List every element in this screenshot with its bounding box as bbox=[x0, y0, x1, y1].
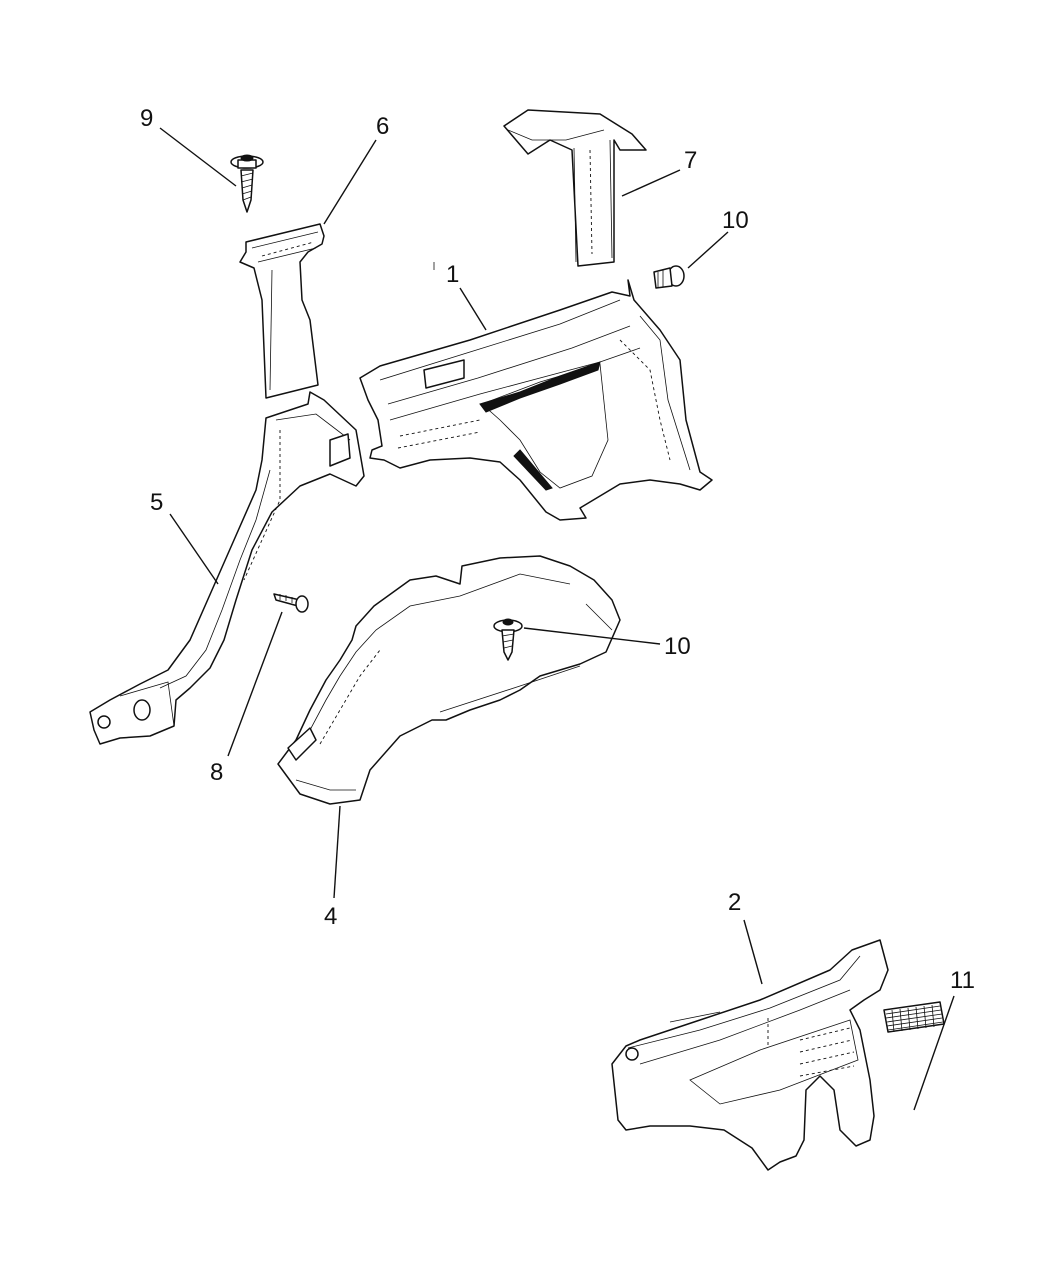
callout-6: 6 bbox=[376, 113, 389, 140]
leader-7 bbox=[621, 169, 681, 197]
callout-4: 4 bbox=[324, 903, 337, 930]
leader-4 bbox=[333, 805, 341, 899]
part-7-d-pillar-trim bbox=[503, 109, 647, 267]
leader-1 bbox=[459, 287, 487, 331]
part-11-grille-pad bbox=[883, 1001, 945, 1033]
leader-2 bbox=[743, 919, 763, 985]
leader-11 bbox=[913, 995, 955, 1111]
callout-5: 5 bbox=[150, 489, 163, 516]
callout-1: 1 bbox=[446, 261, 459, 288]
part-10-clip-upper bbox=[653, 265, 685, 289]
callout-10-upper: 10 bbox=[722, 207, 749, 234]
leader-5 bbox=[169, 513, 219, 585]
callout-9: 9 bbox=[140, 105, 153, 132]
part-10-screw-lower bbox=[493, 618, 523, 661]
callout-8: 8 bbox=[210, 759, 223, 786]
part-1-quarter-trim-panel bbox=[359, 262, 713, 521]
callout-labels: 9 6 7 10 1 5 8 10 4 2 11 bbox=[140, 105, 975, 994]
part-2-cargo-trim-panel bbox=[611, 939, 889, 1171]
part-6-pillar-trim bbox=[239, 223, 325, 399]
callout-10-lower: 10 bbox=[664, 633, 691, 660]
leader-9 bbox=[159, 127, 237, 187]
callout-7: 7 bbox=[684, 147, 697, 174]
part-5-lower-pillar-trim bbox=[89, 391, 365, 745]
part-4-wheelhouse-liner bbox=[277, 555, 621, 805]
part-8-screw bbox=[273, 593, 309, 613]
part-9-screw bbox=[230, 154, 264, 213]
leader-lines bbox=[159, 127, 955, 1111]
callout-11: 11 bbox=[950, 967, 975, 994]
leader-6 bbox=[323, 139, 377, 225]
leader-10a bbox=[687, 231, 729, 269]
callout-2: 2 bbox=[728, 889, 741, 916]
leader-10b bbox=[523, 627, 661, 645]
leader-8 bbox=[227, 611, 283, 757]
